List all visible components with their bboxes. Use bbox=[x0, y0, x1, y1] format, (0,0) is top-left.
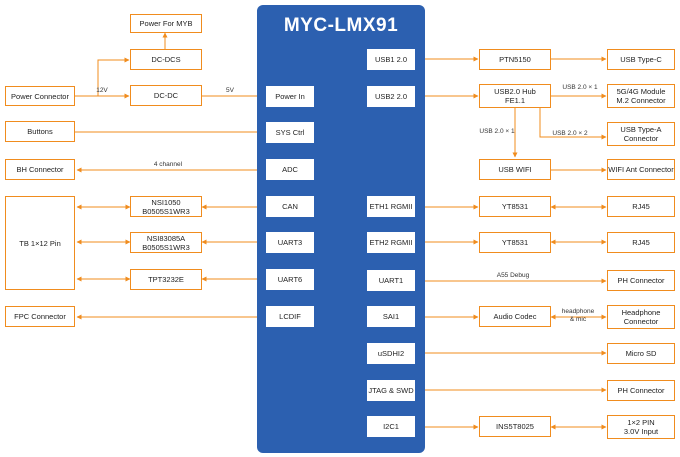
label-usb-x1-b: USB 2.0 × 1 bbox=[479, 128, 515, 135]
pin-jtag: JTAG & SWD bbox=[367, 380, 415, 401]
nsi83085a-box: NSI83085A B0505S1WR3 bbox=[130, 232, 202, 253]
module-5g-box: 5G/4G Module M.2 Connector bbox=[607, 84, 675, 108]
pin-adc: ADC bbox=[266, 159, 314, 180]
pin-usdhi2: uSDHI2 bbox=[367, 343, 415, 364]
ins5t8025-box: INS5T8025 bbox=[479, 416, 551, 437]
usb-type-a-box: USB Type-A Connector bbox=[607, 122, 675, 146]
usb-type-c-box: USB Type-C bbox=[607, 49, 675, 70]
tpt3232e-box: TPT3232E bbox=[130, 269, 202, 290]
pin-i2c1: I2C1 bbox=[367, 416, 415, 437]
buttons-box: Buttons bbox=[5, 121, 75, 142]
pin-usb2: USB2 2.0 bbox=[367, 86, 415, 107]
pin-sai1: SAI1 bbox=[367, 306, 415, 327]
power-for-myb-box: Power For MYB bbox=[130, 14, 202, 33]
chip-body bbox=[257, 5, 425, 453]
link-hub-typea bbox=[539, 106, 607, 140]
dc-dcs-box: DC-DCS bbox=[130, 49, 202, 70]
yt8531-2-box: YT8531 bbox=[479, 232, 551, 253]
yt8531-1-box: YT8531 bbox=[479, 196, 551, 217]
link-12v-dcdcs bbox=[97, 57, 130, 96]
pin-eth2: ETH2 RGMII bbox=[367, 232, 415, 253]
pin-uart1: UART1 bbox=[367, 270, 415, 291]
rj45-1-box: RJ45 bbox=[607, 196, 675, 217]
ptn5150-box: PTN5150 bbox=[479, 49, 551, 70]
label-5v: 5V bbox=[226, 87, 234, 94]
wifi-ant-box: WIFI Ant Connector bbox=[607, 159, 675, 180]
rj45-2-box: RJ45 bbox=[607, 232, 675, 253]
pin-sys-ctrl: SYS Ctrl bbox=[266, 122, 314, 143]
ph-connector-2-box: PH Connector bbox=[607, 380, 675, 401]
dc-dc-box: DC-DC bbox=[130, 85, 202, 106]
pin-uart6: UART6 bbox=[266, 269, 314, 290]
pin-eth1: ETH1 RGMII bbox=[367, 196, 415, 217]
pin-can: CAN bbox=[266, 196, 314, 217]
label-12v: 12V bbox=[96, 87, 108, 94]
pin-usb1: USB1 2.0 bbox=[367, 49, 415, 70]
power-connector-box: Power Connector bbox=[5, 86, 75, 106]
label-usb-x2: USB 2.0 × 2 bbox=[552, 130, 588, 137]
usb-wifi-box: USB WIFI bbox=[479, 159, 551, 180]
chip-title: MYC-LMX91 bbox=[283, 15, 399, 36]
pin-uart3: UART3 bbox=[266, 232, 314, 253]
fpc-connector-box: FPC Connector bbox=[5, 306, 75, 327]
ph-connector-1-box: PH Connector bbox=[607, 270, 675, 291]
label-headphone-mic: headphone & mic bbox=[561, 308, 595, 323]
usb-hub-box: USB2.0 Hub FE1.1 bbox=[479, 84, 551, 108]
pin-lcdif: LCDIF bbox=[266, 306, 314, 327]
tb-pin-box: TB 1×12 Pin bbox=[5, 196, 75, 290]
headphone-connector-box: Headphone Connector bbox=[607, 305, 675, 329]
audio-codec-box: Audio Codec bbox=[479, 306, 551, 327]
micro-sd-box: Micro SD bbox=[607, 343, 675, 364]
label-4-channel: 4 channel bbox=[153, 161, 183, 168]
label-a55-debug: A55 Debug bbox=[496, 272, 530, 279]
nsi1050-box: NSI1050 B0505S1WR3 bbox=[130, 196, 202, 217]
label-usb-x1-a: USB 2.0 × 1 bbox=[562, 84, 598, 91]
pin-power-in: Power In bbox=[266, 86, 314, 107]
pin-input-box: 1×2 PIN 3.0V Input bbox=[607, 415, 675, 439]
bh-connector-box: BH Connector bbox=[5, 159, 75, 180]
